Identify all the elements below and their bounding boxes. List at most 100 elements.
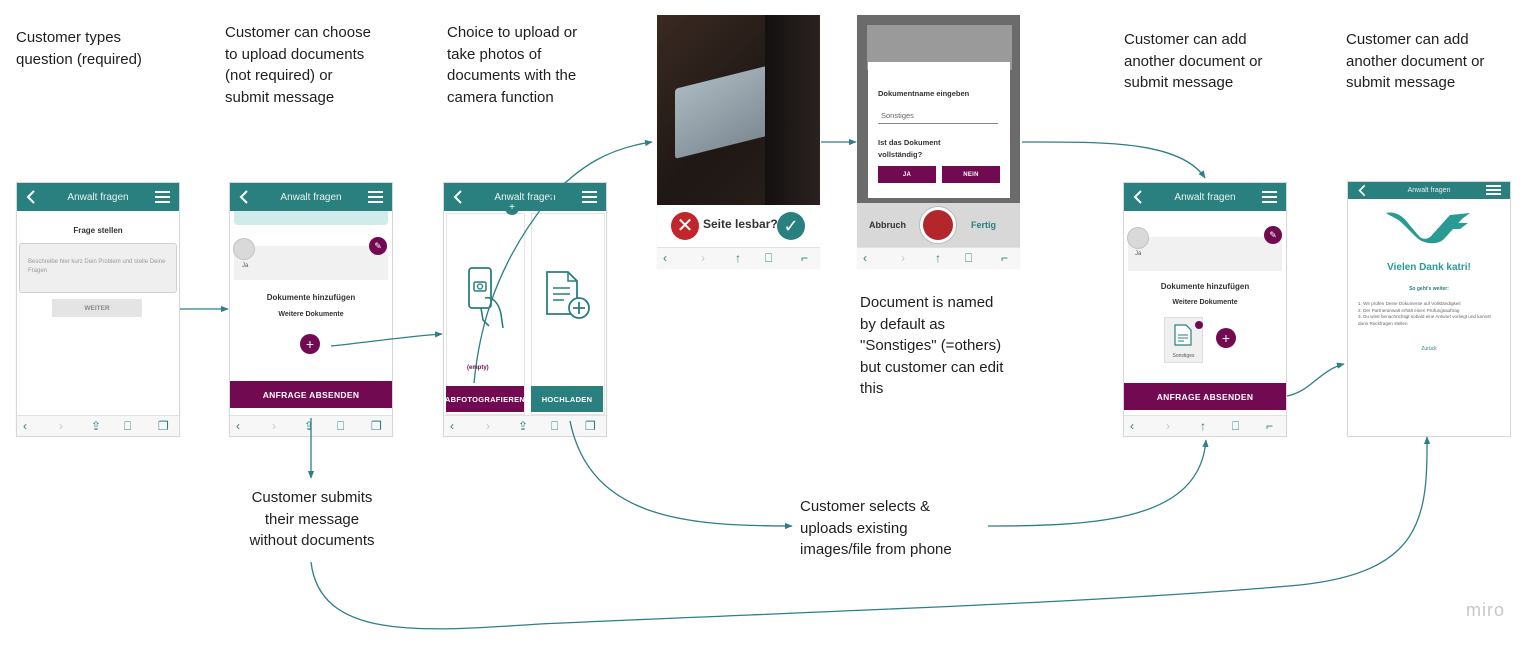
menu-icon[interactable] [1262,191,1277,203]
chat-reply-text: Ja [1135,251,1142,257]
shutter-button[interactable] [919,206,957,244]
menu-icon[interactable] [582,191,597,203]
bookmarks-icon[interactable]: ⎕ [337,419,345,433]
share-icon[interactable]: ↑ [935,251,941,265]
submit-request-button[interactable]: ANFRAGE ABSENDEN [230,381,392,408]
bookmarks-icon[interactable]: ⎕ [765,251,773,265]
header-title: Anwalt fragen [1174,191,1236,203]
avatar [1127,227,1149,249]
pdf-file-icon [1174,324,1192,346]
browser-toolbar: ‹ › ↑ ⎕ ⌐ [857,247,1020,269]
yes-button[interactable]: JA [878,166,936,183]
chat-bubble-reply: Ja [1128,237,1282,271]
header-title: Anwalt fragen [1407,187,1451,194]
avatar [233,238,255,260]
menu-icon[interactable] [155,191,170,203]
add-document-button[interactable]: + [1216,328,1236,348]
done-label[interactable]: Fertig [971,220,997,230]
nav-back-icon[interactable]: ‹ [1130,419,1134,433]
next-steps-list: 1. Wir prüfen Deine Dokumente auf Vollst… [1358,301,1500,327]
header-title: Anwalt fragen [494,191,556,203]
back-link[interactable]: Zurück [1421,346,1437,352]
arrow-name-to-added [1021,141,1206,179]
nav-back-icon[interactable]: ‹ [863,251,867,265]
screen-thank-you: Anwalt fragen Vielen Dank katri! So geht… [1347,181,1511,437]
bookmarks-icon[interactable]: ⎕ [124,419,132,433]
tabs-icon[interactable]: ❐ [371,419,382,433]
edit-icon[interactable]: ✎ [1264,226,1282,244]
share-icon[interactable]: ⇪ [91,419,102,433]
back-icon[interactable] [451,187,467,207]
browser-toolbar: ‹ › ⇪ ⎕ ❐ [444,415,606,436]
nav-back-icon[interactable]: ‹ [23,419,27,433]
tabs-icon[interactable]: ⌐ [801,251,809,265]
nav-back-icon[interactable]: ‹ [663,251,667,265]
nav-back-icon[interactable]: ‹ [450,419,454,433]
edit-icon[interactable]: ✎ [369,237,387,255]
screen-document-added: Anwalt fragen Ja ✎ Dokumente hinzufügen … [1123,182,1287,437]
photo-option-card[interactable]: (empty) [446,213,525,415]
remove-document-icon[interactable] [1195,321,1203,329]
bookmarks-icon[interactable]: ⎕ [1232,419,1240,433]
name-input[interactable]: Sonstiges [878,107,998,124]
browser-toolbar: ‹ › ⇪ ⎕ ❐ [17,415,179,436]
readable-question: Seite lesbar? [703,217,778,231]
next-steps-title: So geht's weiter: [1409,286,1449,292]
name-label: Dokumentname eingeben [878,89,970,98]
share-icon[interactable]: ⇪ [304,419,315,433]
tabs-icon[interactable]: ⌐ [1266,419,1274,433]
bookmarks-icon[interactable]: ⎕ [965,251,973,265]
nav-forward-icon[interactable]: › [1166,419,1170,433]
section-title: Frage stellen [73,226,123,235]
menu-icon[interactable] [368,191,383,203]
header-title: Anwalt fragen [67,191,129,203]
accept-icon[interactable]: ✓ [777,212,805,240]
share-icon[interactable]: ↑ [735,251,741,265]
nav-forward-icon[interactable]: › [272,419,276,433]
docs-title: Dokumente hinzufügen [1160,282,1250,291]
upload-option-card[interactable] [531,213,605,415]
nav-forward-icon[interactable]: › [486,419,490,433]
screen-name-document: Dokumentname eingeben Sonstiges Ist das … [857,15,1020,269]
nav-back-icon[interactable]: ‹ [236,419,240,433]
back-icon[interactable] [24,187,40,207]
back-icon[interactable] [1131,187,1147,207]
nav-forward-icon[interactable]: › [901,251,905,265]
reject-icon[interactable]: ✕ [671,212,699,240]
menu-icon[interactable] [1486,185,1501,195]
chat-bubble-previous [234,211,388,225]
nav-forward-icon[interactable]: › [701,251,705,265]
app-header: Anwalt fragen [444,183,606,211]
tabs-icon[interactable]: ❐ [158,419,169,433]
step-item: 2. Der Partneranwalt erhält einen Prüfun… [1358,307,1460,313]
submit-request-button[interactable]: ANFRAGE ABSENDEN [1124,383,1286,410]
document-thumbnail[interactable]: Sonstiges [1164,317,1203,363]
share-icon[interactable]: ⇪ [518,419,529,433]
tabs-icon[interactable]: ❐ [585,419,596,433]
question-textarea[interactable]: Beschreibe hier kurz Dein Problem und st… [19,243,177,293]
nav-forward-icon[interactable]: › [59,419,63,433]
arrow-upload-to-note [569,420,793,530]
chat-reply-text: Ja [242,263,249,269]
thank-you-heading: Vielen Dank katri! [1387,262,1471,273]
take-photo-button[interactable]: ABFOTOGRAFIEREN [445,386,525,412]
share-icon[interactable]: ↑ [1200,419,1206,433]
tabs-icon[interactable]: ⌐ [1001,251,1009,265]
app-header: Anwalt fragen [1124,183,1286,211]
back-icon[interactable] [237,187,253,207]
arrow-photo-to-camera [473,139,653,384]
continue-button[interactable]: WEITER [52,299,142,317]
no-button[interactable]: NEIN [942,166,1000,183]
add-document-button[interactable]: + [300,334,320,354]
complete-question: Ist das Dokument vollständig? [878,138,941,159]
arrow-submit-to-thanks [1286,362,1345,397]
bookmarks-icon[interactable]: ⎕ [551,419,559,433]
back-icon[interactable] [1355,182,1371,199]
upload-button[interactable]: HOCHLADEN [531,386,603,412]
cancel-label[interactable]: Abbruch [869,220,906,230]
